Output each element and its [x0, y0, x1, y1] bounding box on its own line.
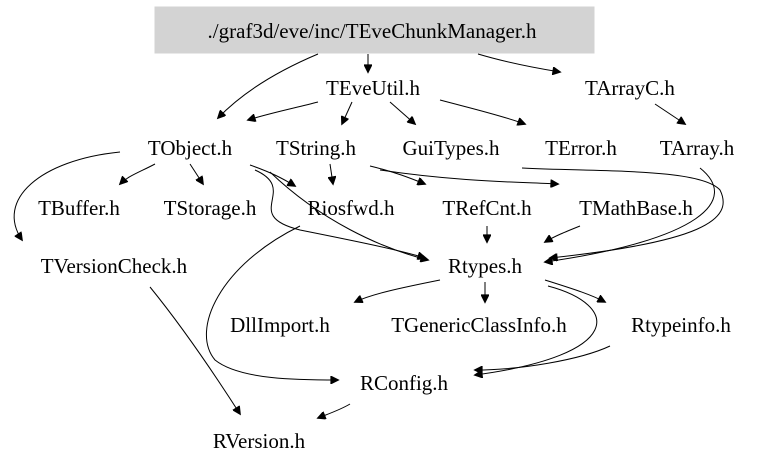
node-tobject[interactable]: TObject.h	[148, 136, 233, 160]
node-terror[interactable]: TError.h	[545, 136, 617, 160]
edge-tarray-rtypes	[545, 167, 715, 262]
node-riosfwd[interactable]: Riosfwd.h	[308, 196, 395, 220]
node-rconfig[interactable]: RConfig.h	[360, 371, 449, 395]
edge-teveutil-tobject	[248, 101, 319, 120]
edge-teveutil-guitypes	[389, 101, 415, 124]
edge-teveutil-tstring	[342, 101, 353, 124]
edge-root-tobject	[218, 53, 319, 118]
edges	[13, 53, 724, 418]
root-node-box	[154, 6, 595, 54]
edge-rtypeinfo-rconfig	[475, 345, 611, 370]
nodes: TEveUtil.h TArrayC.h TObject.h TString.h…	[38, 76, 735, 453]
node-guitypes[interactable]: GuiTypes.h	[402, 136, 500, 160]
edge-root-tarrayc	[477, 53, 560, 72]
edge-tstring-tmathbase	[379, 169, 558, 184]
node-teveutil[interactable]: TEveUtil.h	[326, 76, 420, 100]
node-tarray[interactable]: TArray.h	[660, 136, 735, 160]
edge-tstring-riosfwd	[330, 163, 333, 184]
edge-tmathbase-rtypes	[545, 225, 581, 242]
node-rversion[interactable]: RVersion.h	[213, 429, 306, 453]
edge-rtypes-dllimport	[355, 279, 441, 302]
edge-tobject-riosfwd	[249, 164, 295, 186]
node-rtypeinfo[interactable]: Rtypeinfo.h	[631, 313, 731, 337]
node-tbuffer[interactable]: TBuffer.h	[38, 196, 120, 220]
edge-tversioncheck-rversion	[149, 286, 240, 414]
node-tmathbase[interactable]: TMathBase.h	[579, 196, 693, 220]
node-tversioncheck[interactable]: TVersionCheck.h	[41, 254, 188, 278]
edge-riosfwd-rconfig	[206, 225, 338, 380]
node-dllimport[interactable]: DllImport.h	[230, 313, 330, 337]
node-tgenericclassinfo[interactable]: TGenericClassInfo.h	[391, 313, 567, 337]
edge-rconfig-rversion	[318, 403, 351, 418]
edge-teveutil-terror	[439, 99, 525, 124]
edge-tobject-tbuffer	[120, 163, 156, 184]
edge-tobject-tstorage	[189, 163, 203, 184]
node-tarrayc[interactable]: TArrayC.h	[585, 76, 675, 100]
node-trefcnt[interactable]: TRefCnt.h	[442, 196, 532, 220]
edge-tarrayc-tarray	[654, 103, 685, 124]
edge-guitypes-rtypes	[521, 167, 724, 258]
edge-tobject-tversioncheck	[13, 151, 121, 240]
edge-rtypes-rconfig	[475, 285, 598, 375]
edge-tstring-trefcnt	[369, 165, 425, 184]
node-rtypes[interactable]: Rtypes.h	[448, 254, 523, 278]
edge-rtypes-rtypeinfo	[544, 279, 605, 302]
edge-tstring-rtypes	[269, 171, 428, 260]
node-tstorage[interactable]: TStorage.h	[164, 196, 257, 220]
root-node[interactable]: ./graf3d/eve/inc/TEveChunkManager.h	[208, 19, 537, 43]
node-tstring[interactable]: TString.h	[276, 136, 356, 160]
